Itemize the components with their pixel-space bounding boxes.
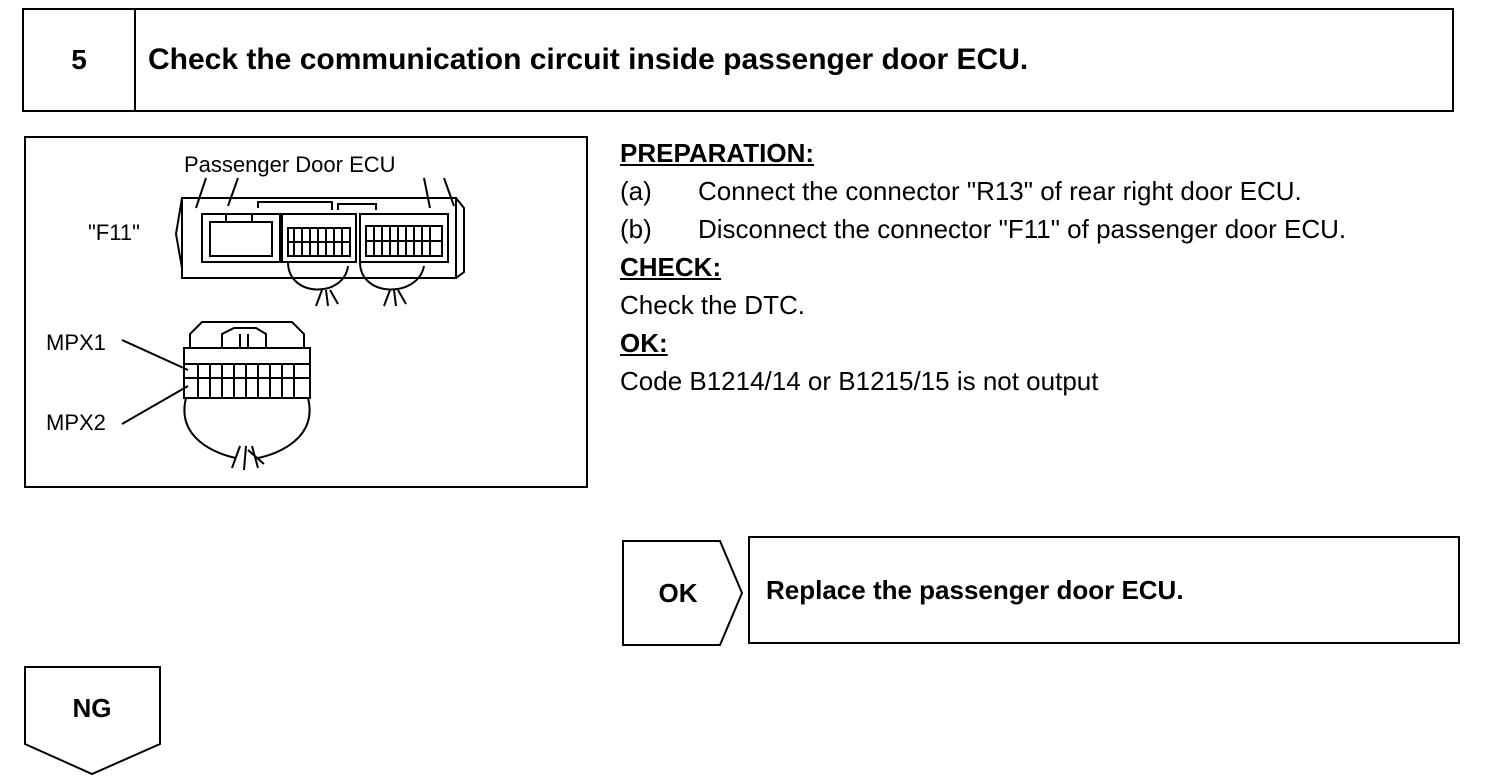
step-key: (a) (620, 176, 652, 206)
instructions: PREPARATION: (a) Connect the connector "… (620, 134, 1480, 400)
step-key: (b) (620, 214, 652, 244)
ng-label: NG (72, 692, 112, 723)
check-heading: CHECK: (620, 252, 722, 282)
step-text: Disconnect the connector "F11" of passen… (698, 214, 1347, 244)
mpx2-label: MPX2 (46, 410, 106, 435)
passenger-door-ecu-label: Passenger Door ECU (184, 152, 396, 177)
ok-result-box: Replace the passenger door ECU. (748, 536, 1460, 644)
ok-label: OK (658, 577, 698, 608)
ng-arrow-icon (24, 666, 161, 776)
step-number: 5 (24, 10, 136, 110)
ecu-connector-illustration (121, 177, 465, 471)
preparation-heading: PREPARATION: (620, 138, 815, 168)
mpx1-label: MPX1 (46, 330, 106, 355)
ok-heading: OK: (620, 328, 668, 358)
check-text: Check the DTC. (620, 290, 805, 320)
step-header: 5 Check the communication circuit inside… (22, 8, 1454, 112)
preparation-step: (a) Connect the connector "R13" of rear … (620, 172, 1480, 210)
ok-result-text: Replace the passenger door ECU. (766, 574, 1184, 605)
preparation-step: (b) Disconnect the connector "F11" of pa… (620, 210, 1480, 248)
step-text: Connect the connector "R13" of rear righ… (698, 176, 1302, 206)
connector-f11-label: "F11" (88, 220, 140, 245)
step-title: Check the communication circuit inside p… (148, 43, 1029, 76)
ok-arrow-icon (622, 540, 744, 646)
ok-text: Code B1214/14 or B1215/15 is not output (620, 366, 1099, 396)
connector-diagram: Passenger Door ECU "F11" MPX1 MPX2 (24, 136, 588, 488)
